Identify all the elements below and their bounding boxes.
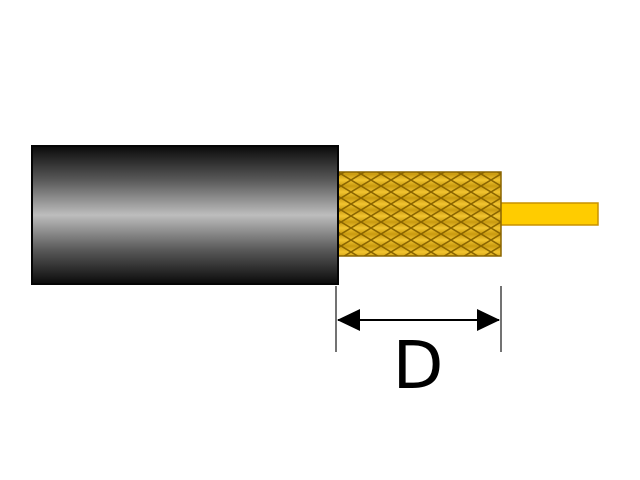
center-conductor	[499, 202, 599, 226]
dimension-label: D	[393, 327, 444, 404]
dimension-arrow-right	[477, 309, 500, 331]
dimension-arrow-left	[337, 309, 360, 331]
outer-jacket	[31, 145, 339, 285]
braided-shield	[336, 171, 502, 257]
